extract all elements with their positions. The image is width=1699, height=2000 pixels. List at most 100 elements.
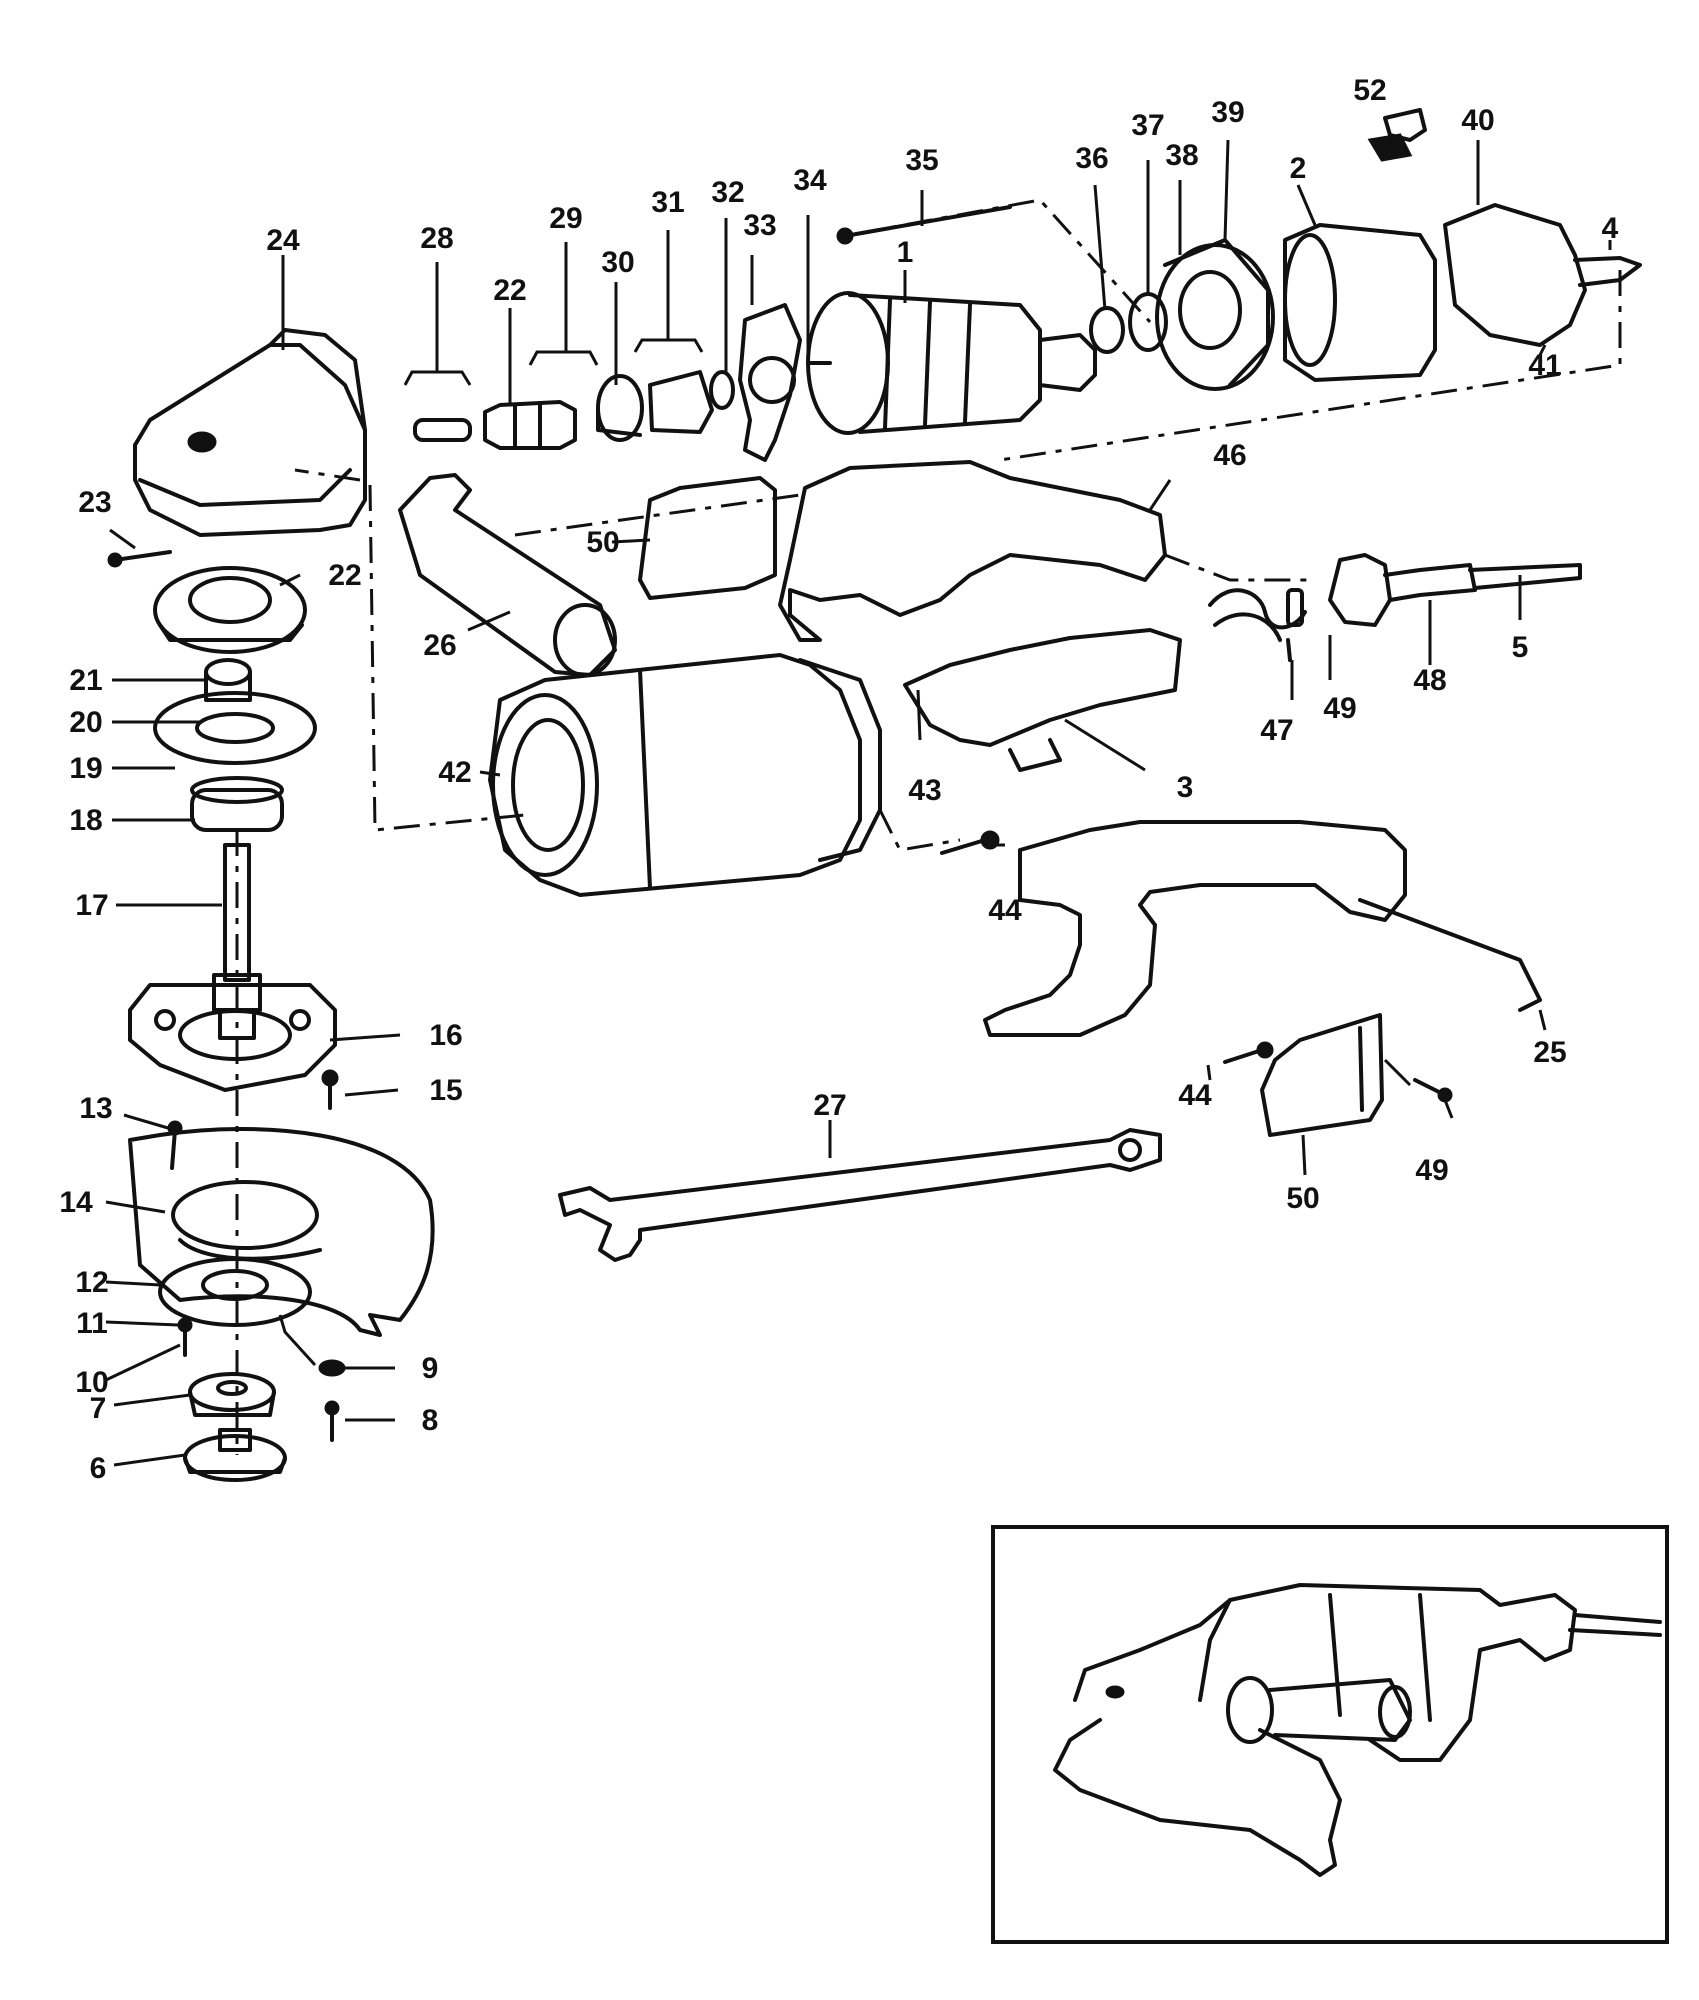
flange-nut-6 [183,1428,287,1482]
label-19: 19 [69,752,102,785]
label-42: 42 [438,756,471,789]
switch-3 [903,628,1182,772]
label-4: 4 [1602,212,1619,245]
label-49-bottom: 49 [1415,1154,1448,1187]
label-38: 38 [1165,139,1198,172]
fan-guard-38-39 [1155,238,1275,391]
label-22-left: 22 [328,559,361,592]
gear-case-16 [128,983,337,1092]
handle-half-25 [983,820,1542,1037]
bearing-flange-22 [153,566,307,654]
nut-9-8 [318,1359,346,1442]
flange-7 [188,1372,276,1417]
label-1: 1 [897,236,914,269]
screw-15 [321,1069,339,1110]
bearing-18 [190,776,284,832]
motor-housing-42 [488,653,862,897]
label-50-bottom: 50 [1286,1182,1319,1215]
label-5: 5 [1512,631,1529,664]
label-8: 8 [422,1404,439,1437]
label-13: 13 [79,1092,112,1125]
label-7: 7 [90,1392,107,1425]
baffle-33 [738,303,802,462]
screw-44b [1223,1041,1274,1064]
assembly-lines [235,198,1622,1455]
spacer-set-28 [413,418,472,442]
label-27: 27 [813,1089,846,1122]
assembled-tool-inset [991,1525,1669,1944]
label-14: 14 [59,1186,93,1219]
label-36: 36 [1075,142,1108,175]
label-47: 47 [1260,714,1293,747]
label-31: 31 [651,186,684,219]
label-15: 15 [429,1074,462,1107]
label-11: 11 [76,1307,108,1340]
armature-1 [806,291,1097,435]
label-30: 30 [601,246,634,279]
label-33: 33 [743,209,776,242]
label-24: 24 [266,224,300,257]
label-35: 35 [905,144,938,177]
label-22-top: 22 [493,274,526,307]
clip-52 [1367,108,1427,162]
label-46: 46 [1213,439,1246,472]
washer-36 [1089,306,1125,354]
side-plate-50 [1260,1013,1384,1137]
label-32: 32 [711,176,744,209]
wheel-guard-14 [128,1127,435,1337]
screw-44a [940,830,1000,855]
gear-head-housing [133,328,367,537]
label-3: 3 [1177,771,1194,804]
label-6: 6 [90,1452,107,1485]
screw-49 [1413,1078,1453,1103]
washer-20-19 [153,691,317,765]
screw-11-10 [177,1317,193,1357]
label-52: 52 [1353,74,1386,107]
field-2 [1283,223,1437,382]
cable-5 [1468,563,1582,590]
label-48: 48 [1413,664,1446,697]
label-12: 12 [75,1266,108,1299]
label-16: 16 [429,1019,462,1052]
clamp-47-49 [1208,588,1307,662]
label-9: 9 [422,1352,439,1385]
label-2: 2 [1290,152,1307,185]
label-44-right: 44 [1178,1079,1212,1112]
wrench-27 [558,1128,1162,1262]
clamp-ring-12 [158,1257,312,1327]
part-labels: 1 2 3 4 5 6 7 8 9 10 11 12 13 14 15 16 1… [59,74,1618,1485]
bearing-30 [596,374,644,442]
label-28: 28 [420,222,453,255]
label-18: 18 [69,804,102,837]
label-39: 39 [1211,96,1244,129]
label-29: 29 [549,202,582,235]
inset-frame [991,1525,1669,1944]
label-34: 34 [793,164,827,197]
label-43: 43 [908,774,941,807]
screw-13 [167,1120,183,1170]
label-17: 17 [75,889,108,922]
label-41: 41 [1528,349,1561,382]
rear-housing-50 [638,476,777,600]
brush-holder-40-4 [1443,203,1642,347]
cable-guard-48 [1328,553,1477,627]
washer-32 [709,370,735,410]
assembled-grinder-drawing [1053,1583,1662,1877]
bearing-21 [204,658,252,702]
label-20: 20 [69,706,102,739]
label-37: 37 [1131,109,1164,142]
screw-23 [107,550,172,568]
shaft-35 [836,205,1012,245]
gear-31 [648,370,714,434]
label-25: 25 [1533,1036,1566,1069]
label-23: 23 [78,486,111,519]
label-44-center: 44 [988,894,1022,927]
leader-lines [105,139,1612,1467]
label-21: 21 [69,664,102,697]
handle-half-46 [778,460,1167,642]
label-49-top: 49 [1323,692,1356,725]
label-50-top: 50 [586,526,619,559]
field-end-43 [798,658,882,862]
label-26: 26 [423,629,456,662]
